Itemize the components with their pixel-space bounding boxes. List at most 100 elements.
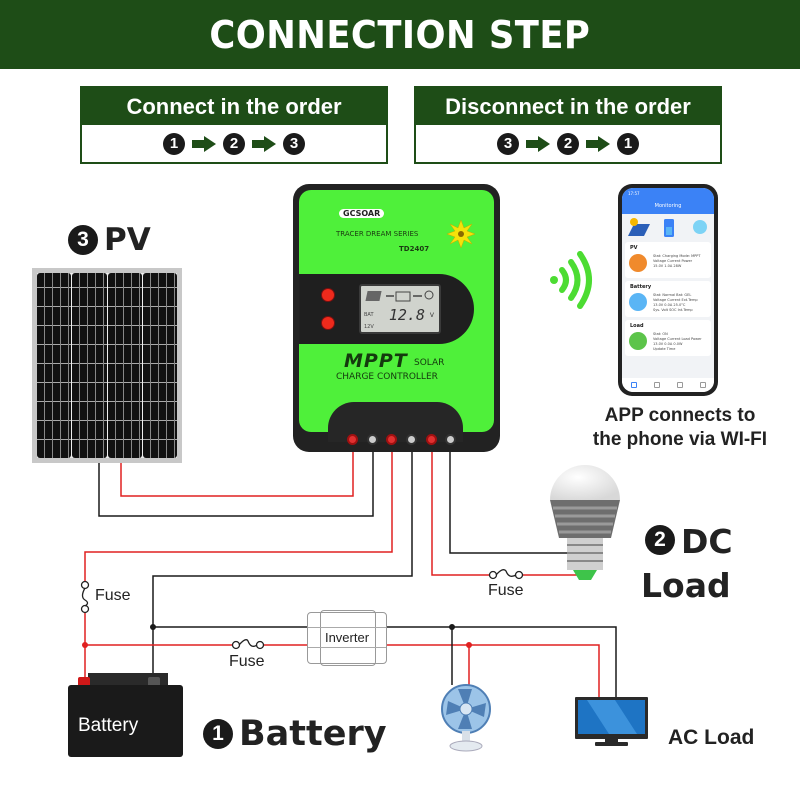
battery-image: Battery (68, 673, 183, 758)
card-line: Update Time (653, 347, 676, 351)
display-band: BAT 12V 12.8 V (299, 274, 474, 344)
fuse-label: Fuse (229, 653, 265, 670)
app-flow-icons (628, 218, 707, 237)
nav-setting-icon[interactable] (676, 382, 683, 388)
controller-brand: GCSOAR (339, 209, 385, 218)
app-bottom-nav (622, 378, 714, 392)
app-card-pv[interactable]: PV Stat: Charging Mode: MPPT Voltage Cur… (625, 242, 711, 278)
dc-load-label: 2 DC Load (641, 520, 733, 608)
phone-time: 17:57 (628, 191, 640, 196)
battery-positive-terminal (78, 677, 90, 687)
card-line: Voltage Current Load Power (653, 337, 702, 341)
card-text: Stat: Normal Bat: GEL Voltage Current Ex… (653, 293, 698, 313)
panel-cell (107, 273, 142, 458)
tv-monitor-icon (575, 697, 648, 746)
battery-body-text: Battery (78, 715, 139, 736)
step-number: 3 (68, 225, 98, 255)
pv-label: 3 PV (68, 222, 151, 258)
junction-dot (82, 642, 88, 648)
battery-negative-terminal (148, 677, 160, 687)
wire-pv-positive (120, 452, 354, 497)
battery-label-text: Battery (239, 714, 387, 754)
wire-battery-negative (152, 452, 413, 686)
charge-controller: GCSOAR TRACER DREAM SERIES TD2407 BAT 12… (293, 184, 500, 452)
wire-battery-positive (84, 452, 393, 582)
pv-label-text: PV (104, 222, 151, 258)
junction-dot (449, 624, 455, 630)
disconnect-order-box: Disconnect in the order 3 2 1 (414, 86, 722, 164)
connect-order-title: Connect in the order (82, 88, 386, 125)
app-card-battery[interactable]: Battery Stat: Normal Bat: GEL Voltage Cu… (625, 281, 711, 317)
panel-cell (142, 273, 177, 458)
fuse-label: Fuse (488, 582, 524, 599)
junction-dot (466, 642, 472, 648)
wire-ac-positive (387, 644, 600, 697)
step-number: 1 (617, 132, 639, 155)
solar-panel (32, 268, 182, 463)
controller-mppt: MPPT (344, 350, 408, 372)
inverter-label: Inverter (324, 630, 370, 645)
inverter: Inverter (307, 610, 387, 666)
card-text: Stat: ON Voltage Current Load Power 13.0… (653, 332, 702, 352)
step-number: 2 (223, 132, 245, 155)
panel-cell (37, 273, 72, 458)
app-caption: APP connects to the phone via WI-FI (560, 404, 800, 452)
select-button[interactable] (321, 316, 335, 330)
phone-screen: 17:57 Monitoring PV Stat: Charging Mode:… (622, 188, 714, 392)
wire-ac-negative (387, 626, 617, 697)
ac-load-label: AC Load (668, 726, 755, 749)
card-title: Battery (630, 284, 652, 290)
sun-icon (447, 220, 475, 248)
terminal-pv-positive (347, 434, 358, 445)
wire-load-negative (449, 452, 568, 554)
terminal-pv-negative (367, 434, 378, 445)
nav-monitoring-icon[interactable] (630, 382, 637, 388)
card-line: Stat: Charging Mode: MPPT (653, 254, 701, 258)
fuse-icon (488, 569, 524, 580)
nav-device-icon[interactable] (653, 382, 660, 388)
app-card-load[interactable]: Load Stat: ON Voltage Current Load Power… (625, 320, 711, 356)
controller-series: TRACER DREAM SERIES (336, 230, 419, 238)
dc-load-label-line: DC (681, 522, 733, 561)
terminal-load-positive (426, 434, 437, 445)
nav-more-icon[interactable] (699, 382, 706, 388)
card-line: Stat: Normal Bat: GEL (653, 293, 692, 297)
card-line: Stat: ON (653, 332, 668, 336)
app-title-bar: 17:57 Monitoring (622, 188, 714, 214)
battery-icon (629, 293, 647, 311)
arrow-right-icon (192, 135, 216, 152)
fuse-icon (231, 639, 265, 650)
page-title: CONNECTION STEP (209, 12, 591, 57)
arrow-right-icon (252, 135, 276, 152)
card-line: 13.0V 0.0A 25.0°C (653, 303, 686, 307)
lcd-bat-label: BAT (364, 312, 374, 318)
step-number: 3 (497, 132, 519, 155)
lcd-display: BAT 12V 12.8 V (359, 284, 441, 334)
card-line: 15.0V 1.0A 28W (653, 264, 682, 268)
dc-load-label-line: Load (641, 566, 731, 605)
lcd-flow-icon (365, 290, 434, 302)
controller-model: TD2407 (399, 245, 430, 253)
bulb-icon (629, 332, 647, 350)
pv-icon (629, 254, 647, 272)
connect-order-box: Connect in the order 1 2 3 (80, 86, 388, 164)
battery-label: 1 Battery (203, 714, 387, 754)
controller-charge-controller: CHARGE CONTROLLER (336, 372, 438, 382)
step-number: 1 (163, 132, 185, 155)
card-line: Sys. Volt SOC Int.Temp (653, 308, 693, 312)
fan-icon (441, 684, 491, 752)
app-title: Monitoring (654, 203, 682, 209)
light-bulb-icon (550, 465, 620, 580)
menu-button[interactable] (321, 288, 335, 302)
lcd-voltage-value: 12.8 (388, 306, 425, 324)
controller-solar: SOLAR (414, 358, 445, 368)
arrow-right-icon (526, 135, 550, 152)
lcd-system-voltage: 12V (364, 324, 374, 330)
terminal-battery-positive (386, 434, 397, 445)
disconnect-order-sequence: 3 2 1 (416, 125, 720, 162)
controller-face: GCSOAR TRACER DREAM SERIES TD2407 BAT 12… (299, 190, 494, 432)
terminal-battery-negative (406, 434, 417, 445)
app-caption-line: the phone via WI-FI (592, 429, 768, 450)
card-line: Voltage Current Power (653, 259, 693, 263)
